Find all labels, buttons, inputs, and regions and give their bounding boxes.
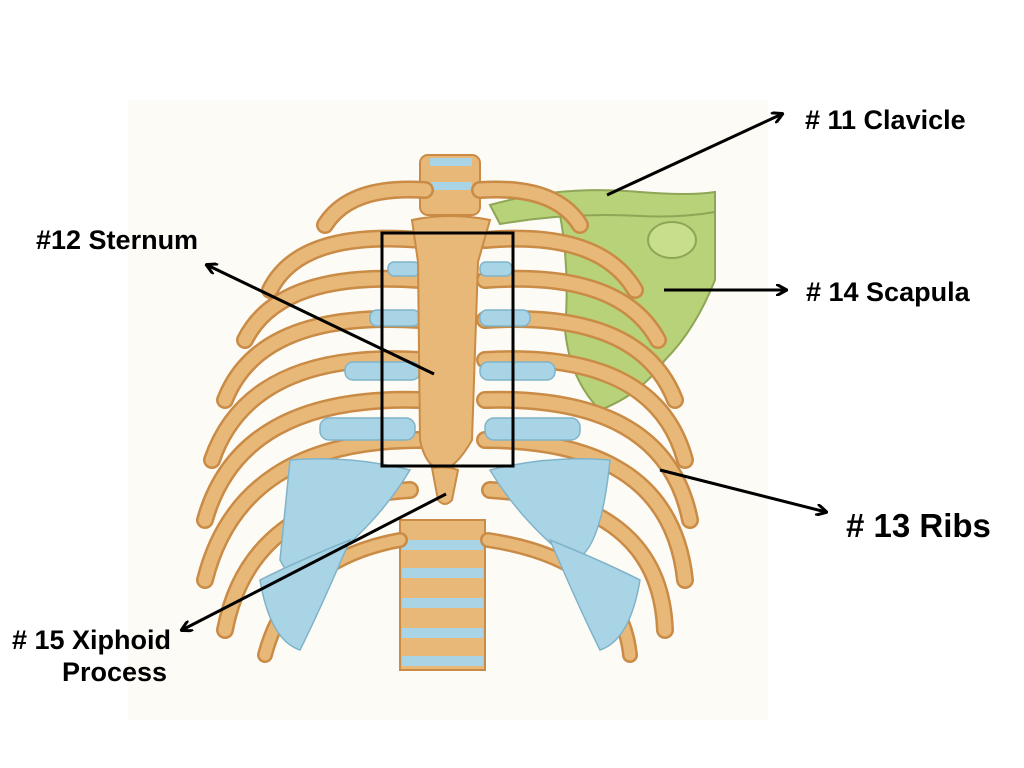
ribs-arrow <box>659 468 826 512</box>
xiphoid-arrow <box>182 492 447 630</box>
sternum-bone <box>410 215 492 472</box>
sternum-label: #12 Sternum <box>36 225 199 255</box>
xiphoid-label-line1: # 15 Xiphoid <box>12 625 172 655</box>
lower-vertebrae <box>399 519 486 671</box>
clavicle-arrow <box>606 114 782 197</box>
xiphoid-process-label: # 15 Xiphoid Process <box>12 624 171 689</box>
sternum-arrow <box>207 265 435 376</box>
scapula-label: # 14 Scapula <box>806 277 970 307</box>
clavicle-label: # 11 Clavicle <box>805 105 966 135</box>
leader-arrows <box>182 114 826 630</box>
ribs-label: # 13 Ribs <box>846 507 991 544</box>
ribs-left <box>196 180 434 663</box>
xiphoid-label-line2: Process <box>62 657 168 688</box>
